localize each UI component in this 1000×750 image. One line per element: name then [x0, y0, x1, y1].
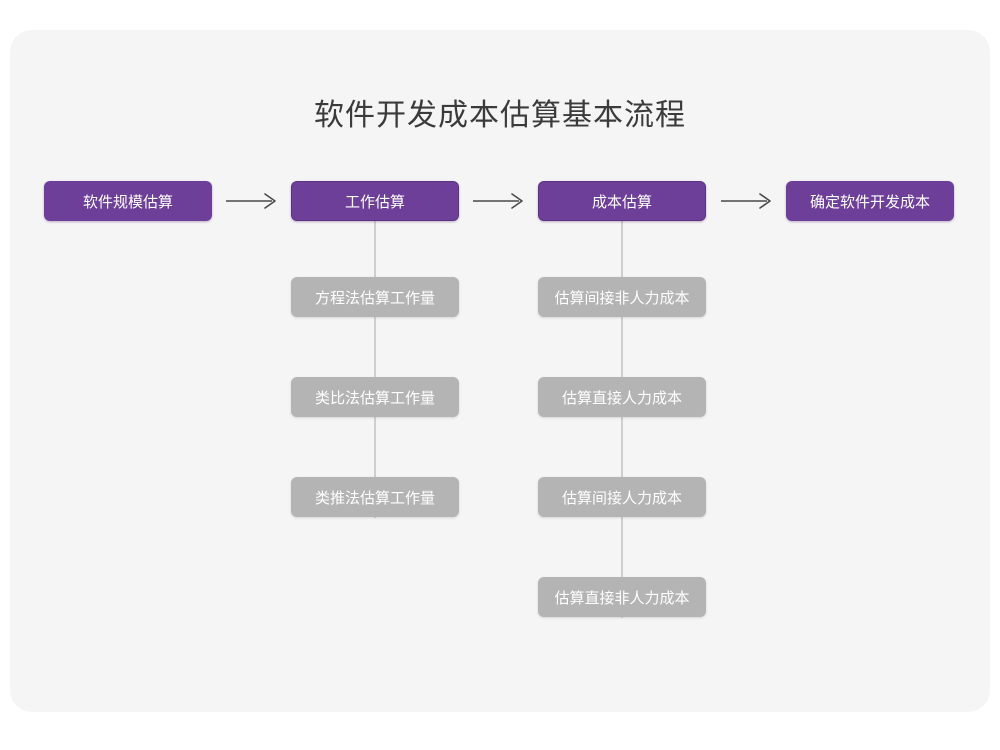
- stage-node-label: 确定软件开发成本: [809, 193, 930, 211]
- substep-node-label: 估算间接人力成本: [561, 489, 682, 507]
- stage-node-work-estimation[interactable]: 工作估算: [291, 181, 459, 221]
- substep-node-label: 类比法估算工作量: [314, 389, 435, 407]
- diagram-card: [10, 30, 990, 712]
- substep-node-label: 估算直接非人力成本: [554, 589, 690, 607]
- arrow-right-icon: [720, 190, 774, 212]
- substep-node-label: 估算直接人力成本: [561, 389, 682, 407]
- stage-node-software-scale-estimation[interactable]: 软件规模估算: [44, 181, 212, 221]
- substep-node-analogy-method-effort[interactable]: 类比法估算工作量: [291, 377, 459, 417]
- connector-line-stage-3: [621, 220, 623, 618]
- substep-node-direct-nonlabor-cost[interactable]: 估算直接非人力成本: [538, 577, 706, 617]
- substep-node-label: 方程法估算工作量: [314, 289, 435, 307]
- arrow-right-icon: [472, 190, 526, 212]
- substep-node-indirect-nonlabor-cost[interactable]: 估算间接非人力成本: [538, 277, 706, 317]
- stage-node-determine-development-cost[interactable]: 确定软件开发成本: [786, 181, 954, 221]
- substep-node-label: 类推法估算工作量: [314, 489, 435, 507]
- substep-node-equation-method-effort[interactable]: 方程法估算工作量: [291, 277, 459, 317]
- stage-node-label: 工作估算: [344, 193, 405, 211]
- page-title: 软件开发成本估算基本流程: [314, 99, 686, 132]
- stage-node-label: 软件规模估算: [82, 193, 173, 211]
- stage-node-label: 成本估算: [591, 193, 652, 211]
- substep-node-indirect-labor-cost[interactable]: 估算间接人力成本: [538, 477, 706, 517]
- substep-node-direct-labor-cost[interactable]: 估算直接人力成本: [538, 377, 706, 417]
- stage-node-cost-estimation[interactable]: 成本估算: [538, 181, 706, 221]
- substep-node-analogue-method-effort[interactable]: 类推法估算工作量: [291, 477, 459, 517]
- arrow-right-icon: [225, 190, 279, 212]
- substep-node-label: 估算间接非人力成本: [554, 289, 690, 307]
- connector-line-stage-2: [374, 220, 376, 518]
